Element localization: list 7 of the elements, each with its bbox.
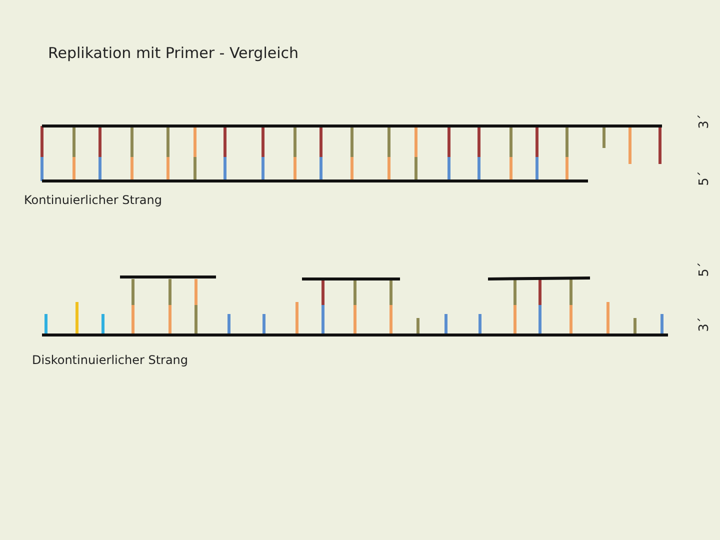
strand-end-label: 5´ bbox=[696, 171, 712, 186]
strand-end-label: 3´ bbox=[696, 317, 712, 332]
title: Replikation mit Primer - Vergleich bbox=[48, 44, 299, 62]
strand-label: Kontinuierlicher Strang bbox=[24, 193, 162, 207]
strand-label: Diskontinuierlicher Strang bbox=[32, 353, 188, 367]
strand-end-label: 3´ bbox=[696, 114, 712, 129]
strand-end-label: 5´ bbox=[696, 262, 712, 277]
